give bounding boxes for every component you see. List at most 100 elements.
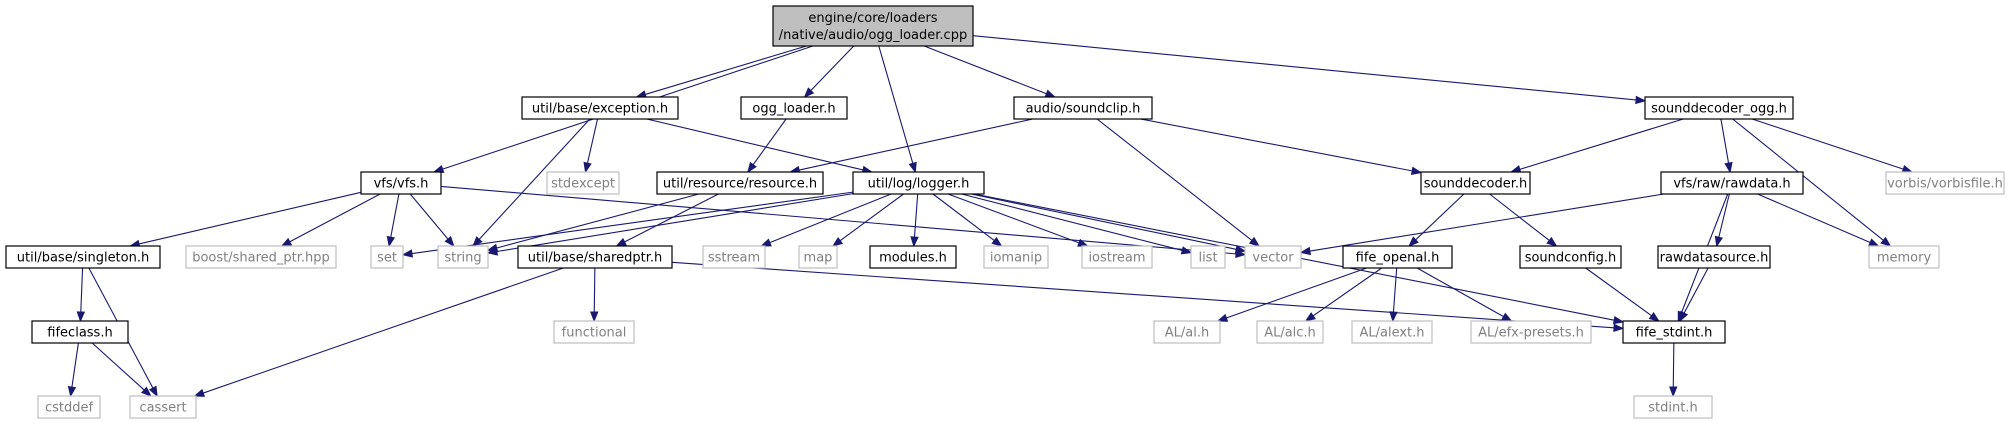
node-box [546,171,620,195]
node-label: sounddecoder_ogg.h [1651,102,1787,117]
node-sounddecoder[interactable]: sounddecoder.h [1420,171,1531,195]
node-rawdata[interactable]: vfs/raw/rawdata.h [1660,171,1804,195]
node-resource[interactable]: util/resource/resource.h [656,171,824,195]
node-label: iomanip [990,251,1042,266]
node-singleton[interactable]: util/base/singleton.h [5,245,161,269]
edge-line [810,45,855,91]
edge-line [586,118,599,164]
arrowhead [1714,235,1724,248]
node-box [360,171,442,195]
node-fife-openal[interactable]: fife_openal.h [1342,245,1453,269]
edge-soundclip-to-sounddecoder [1140,118,1423,175]
edge-ogg_loader_h-to-resource [747,118,787,174]
node-label: string [444,251,481,266]
node-exception[interactable]: util/base/exception.h [521,96,679,120]
node-root[interactable]: engine/core/loaders/native/audio/ogg_loa… [772,5,974,47]
node-rawdatasource[interactable]: rawdatasource.h [1657,245,1771,269]
node-sharedptr[interactable]: util/base/sharedptr.h [517,245,673,269]
node-label: modules.h [879,251,947,266]
edge-root-to-sounddecoder_ogg [972,35,1647,105]
node-cassert: cassert [129,395,197,419]
node-ogg-loader-h[interactable]: ogg_loader.h [740,96,848,120]
edge-line [1757,193,1871,243]
node-label: stdint.h [1648,401,1697,416]
edge-line [1416,267,1504,318]
edge-line [1392,267,1398,313]
arrowhead [280,237,293,247]
edge-line [769,193,892,244]
node-box [852,171,985,195]
node-label: functional [562,326,627,341]
node-soundclip[interactable]: audio/soundclip.h [1013,96,1153,120]
arrowhead [747,161,757,174]
node-label: set [377,251,397,266]
node-alc: AL/alc.h [1256,320,1324,344]
edge-line [1732,118,1884,241]
node-box [1244,245,1302,269]
node-label: sstream [708,251,760,266]
edge-line [71,342,79,388]
edge-rawdata-to-vector [1299,193,1664,256]
edge-line [1226,267,1367,319]
arrowhead [486,247,499,256]
node-logger[interactable]: util/log/logger.h [852,171,985,195]
arrowhead [1612,315,1625,325]
edge-rawdata-to-memory [1757,193,1880,247]
edge-sounddecoder_ogg-to-memory [1732,118,1892,247]
edge-line [1585,267,1652,317]
node-box [1470,320,1592,344]
arrowhead [76,311,86,323]
edge-line [1309,193,1664,252]
node-box [1190,245,1226,269]
node-label: rawdatasource.h [1660,251,1769,266]
edge-line [289,193,381,243]
edge-line [138,191,362,245]
node-label: cassert [139,401,186,416]
node-box [1657,245,1771,269]
arrowhead [1679,310,1689,323]
node-iostream: iostream [1081,245,1153,269]
edge-line [972,35,1637,101]
edge-line [971,193,1237,250]
edge-fife_openal-to-alext [1389,267,1398,323]
edge-line [671,261,1615,329]
edge-root-to-exception [635,45,807,99]
arrowhead [803,87,815,98]
node-box [1013,96,1153,120]
node-label: util/base/sharedptr.h [528,251,662,266]
edge-sounddecoder_ogg-to-sounddecoder [1509,118,1684,174]
arrowhead [910,236,919,248]
node-box [5,245,161,269]
edge-soundconfig-to-fife_stdint [1585,267,1660,322]
node-box [1256,320,1324,344]
node-box [1885,171,2005,195]
edge-line [1140,118,1413,172]
node-box [553,320,635,344]
node-label: stdexcept [551,177,615,192]
edge-line [932,193,995,241]
edge-line [1720,118,1730,164]
node-fifeclass[interactable]: fifeclass.h [31,320,129,344]
node-box [185,245,337,269]
arrowhead [831,236,844,247]
node-soundconfig[interactable]: soundconfig.h [1519,245,1622,269]
node-box [31,320,129,344]
node-label: util/base/exception.h [532,102,668,117]
arrowhead [148,385,158,398]
arrowhead [590,311,599,323]
node-fife-stdint[interactable]: fife_stdint.h [1622,320,1726,344]
node-modules[interactable]: modules.h [869,245,957,269]
node-string: string [437,245,489,269]
arrowhead [1248,236,1261,247]
edge-root-to-logger [878,45,917,174]
node-sounddecoder-ogg[interactable]: sounddecoder_ogg.h [1644,96,1794,120]
node-box [983,245,1049,269]
arrowhead [583,161,592,174]
node-label: AL/efx-presets.h [1478,326,1584,341]
edge-line [440,185,1237,255]
node-box [1420,171,1531,195]
node-label: AL/al.h [1165,326,1209,341]
node-vfs[interactable]: vfs/vfs.h [360,171,442,195]
node-label: fife_stdint.h [1636,326,1713,341]
node-label: list [1198,251,1217,266]
